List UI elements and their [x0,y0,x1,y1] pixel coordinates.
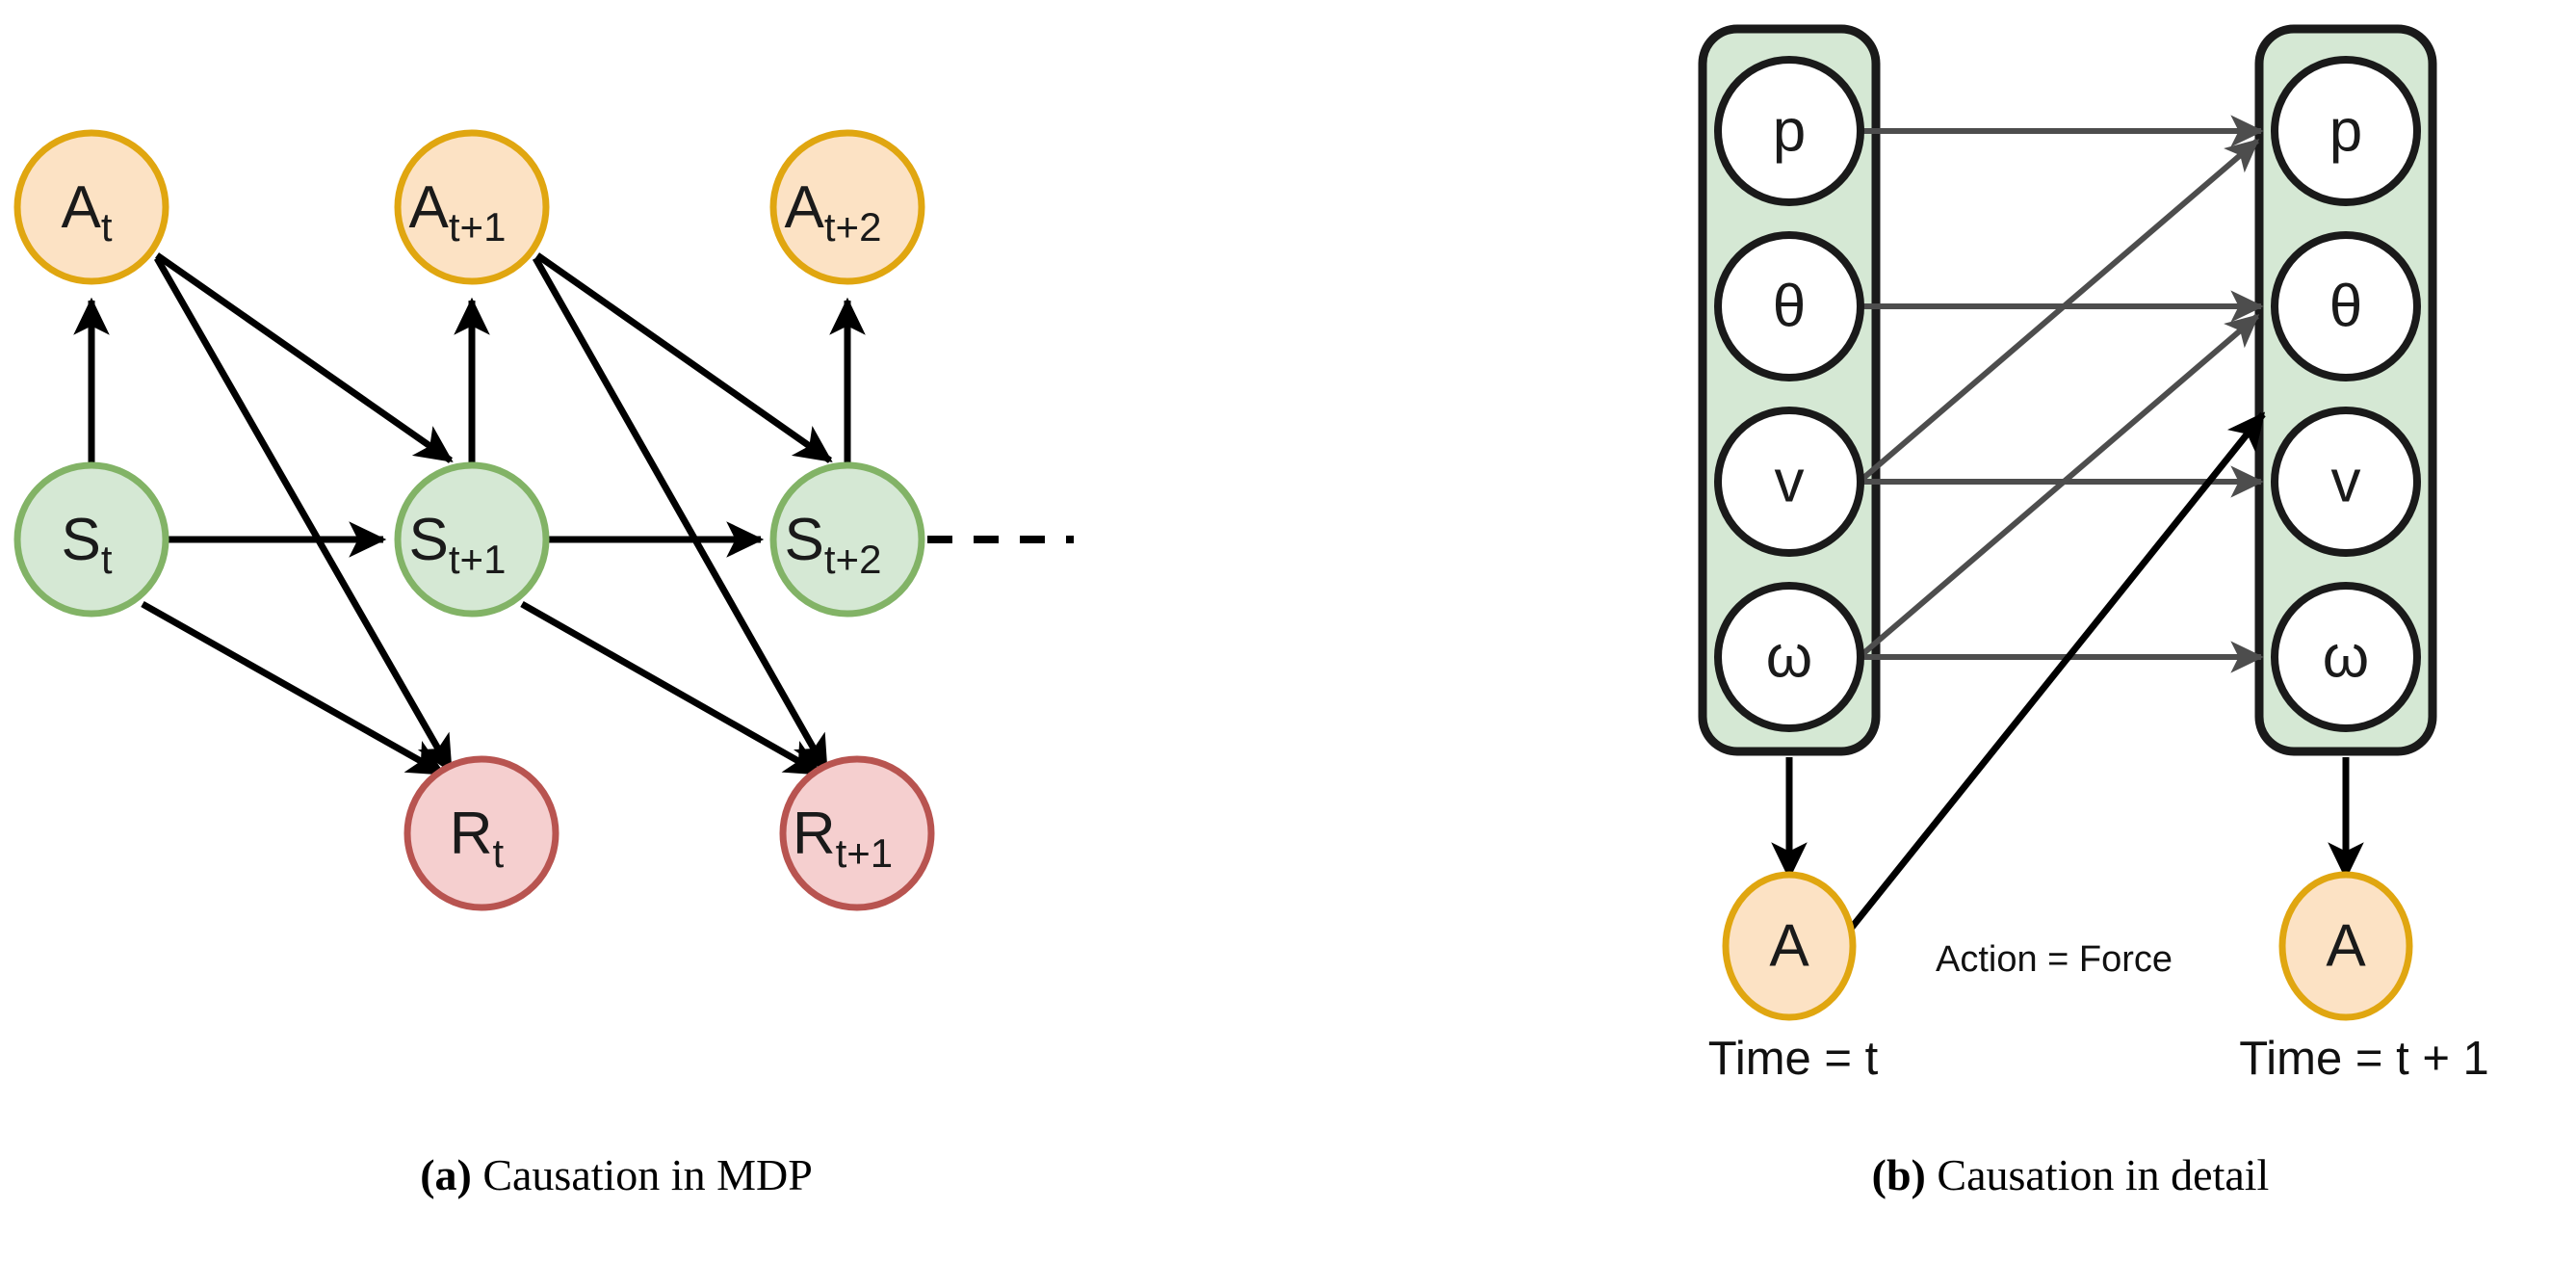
edge-st1-rt1 [520,600,823,777]
edge-omega-theta [1853,313,2260,664]
node-action-t[interactable]: At [13,129,169,285]
node-ellipse [1722,871,1857,1021]
panel-b-caption: (b) Causation in detail [1872,1150,2270,1199]
node-circle [2271,56,2421,206]
edge-at1-st2 [534,252,833,463]
node-circle [1714,56,1864,206]
node-circle [403,755,559,911]
state-plate-t1 [2254,24,2437,756]
node-ellipse [2278,871,2413,1021]
node-label: p [2329,98,2362,165]
state-plate-t [1698,24,1881,756]
node-circle [394,129,550,285]
edge-at-rt [153,256,455,774]
node-circle [769,461,925,618]
panel-a-nodes: At At+1 At+2 St [13,129,935,911]
node-circle [2271,407,2421,557]
state-nodes-t1: p θ v ω [2271,56,2421,732]
node-label: At+1 [409,174,507,250]
edge-at1-rt1 [532,256,830,774]
node-circle [2271,582,2421,732]
node-label: A [1769,913,1809,980]
node-state-t1[interactable]: St+1 [394,461,550,618]
node-label: At [61,174,112,250]
time-label-t: Time = t [1708,1033,1879,1085]
node-state-var-p-t[interactable]: p [1714,56,1864,206]
node-state-var-omega-t[interactable]: ω [1714,582,1864,732]
node-reward-t[interactable]: Rt [403,755,559,911]
node-action-b-t[interactable]: A [1722,871,1857,1021]
node-label: St [61,507,112,582]
node-label: p [1773,98,1806,165]
node-state-var-omega-t1[interactable]: ω [2271,582,2421,732]
node-action-b-t1[interactable]: A [2278,871,2413,1021]
node-label: v [1775,449,1805,515]
edge-at-st1 [154,252,454,463]
node-label: A [2326,913,2366,980]
node-state-t[interactable]: St [13,461,169,618]
node-state-var-v-t1[interactable]: v [2271,407,2421,557]
node-action-t1[interactable]: At+1 [394,129,550,285]
panel-b: p θ v ω p θ [1698,24,2489,1199]
node-action-t2[interactable]: At+2 [769,129,925,285]
action-note-label: Action = Force [1936,939,2173,980]
node-circle [2271,231,2421,381]
node-circle [1714,582,1864,732]
node-circle [769,129,925,285]
edge-st-rt [141,600,446,777]
node-reward-t1[interactable]: Rt+1 [779,755,935,911]
node-state-var-v-t[interactable]: v [1714,407,1864,557]
node-label: ω [2323,624,2369,691]
node-label: Rt+1 [793,801,893,876]
edge-action-t-to-v-t1 [1832,411,2266,952]
node-label: θ [1773,274,1806,340]
node-label: St+1 [409,507,507,582]
node-circle [1714,407,1864,557]
node-label: ω [1766,624,1812,691]
node-circle [1714,231,1864,381]
node-label: St+2 [785,507,882,582]
panel-b-transition-edges [1853,115,2264,673]
edge-v-p [1853,138,2260,488]
node-state-t2[interactable]: St+2 [769,461,925,618]
node-label: v [2331,449,2361,515]
node-state-var-p-t1[interactable]: p [2271,56,2421,206]
node-state-var-theta-t1[interactable]: θ [2271,231,2421,381]
node-label: Rt [450,801,505,876]
node-label: θ [2329,274,2362,340]
node-circle [779,755,935,911]
panel-a-edges [73,252,1074,777]
node-circle [394,461,550,618]
node-circle [13,129,169,285]
node-circle [13,461,169,618]
node-state-var-theta-t[interactable]: θ [1714,231,1864,381]
time-label-t1: Time = t + 1 [2239,1033,2489,1085]
state-nodes-t: p θ v ω [1714,56,1864,732]
panel-a: At At+1 At+2 St [13,129,1074,1199]
panel-a-caption: (a) Causation in MDP [420,1150,813,1199]
node-label: At+2 [785,174,882,250]
panel-b-action-edges [1771,411,2364,952]
